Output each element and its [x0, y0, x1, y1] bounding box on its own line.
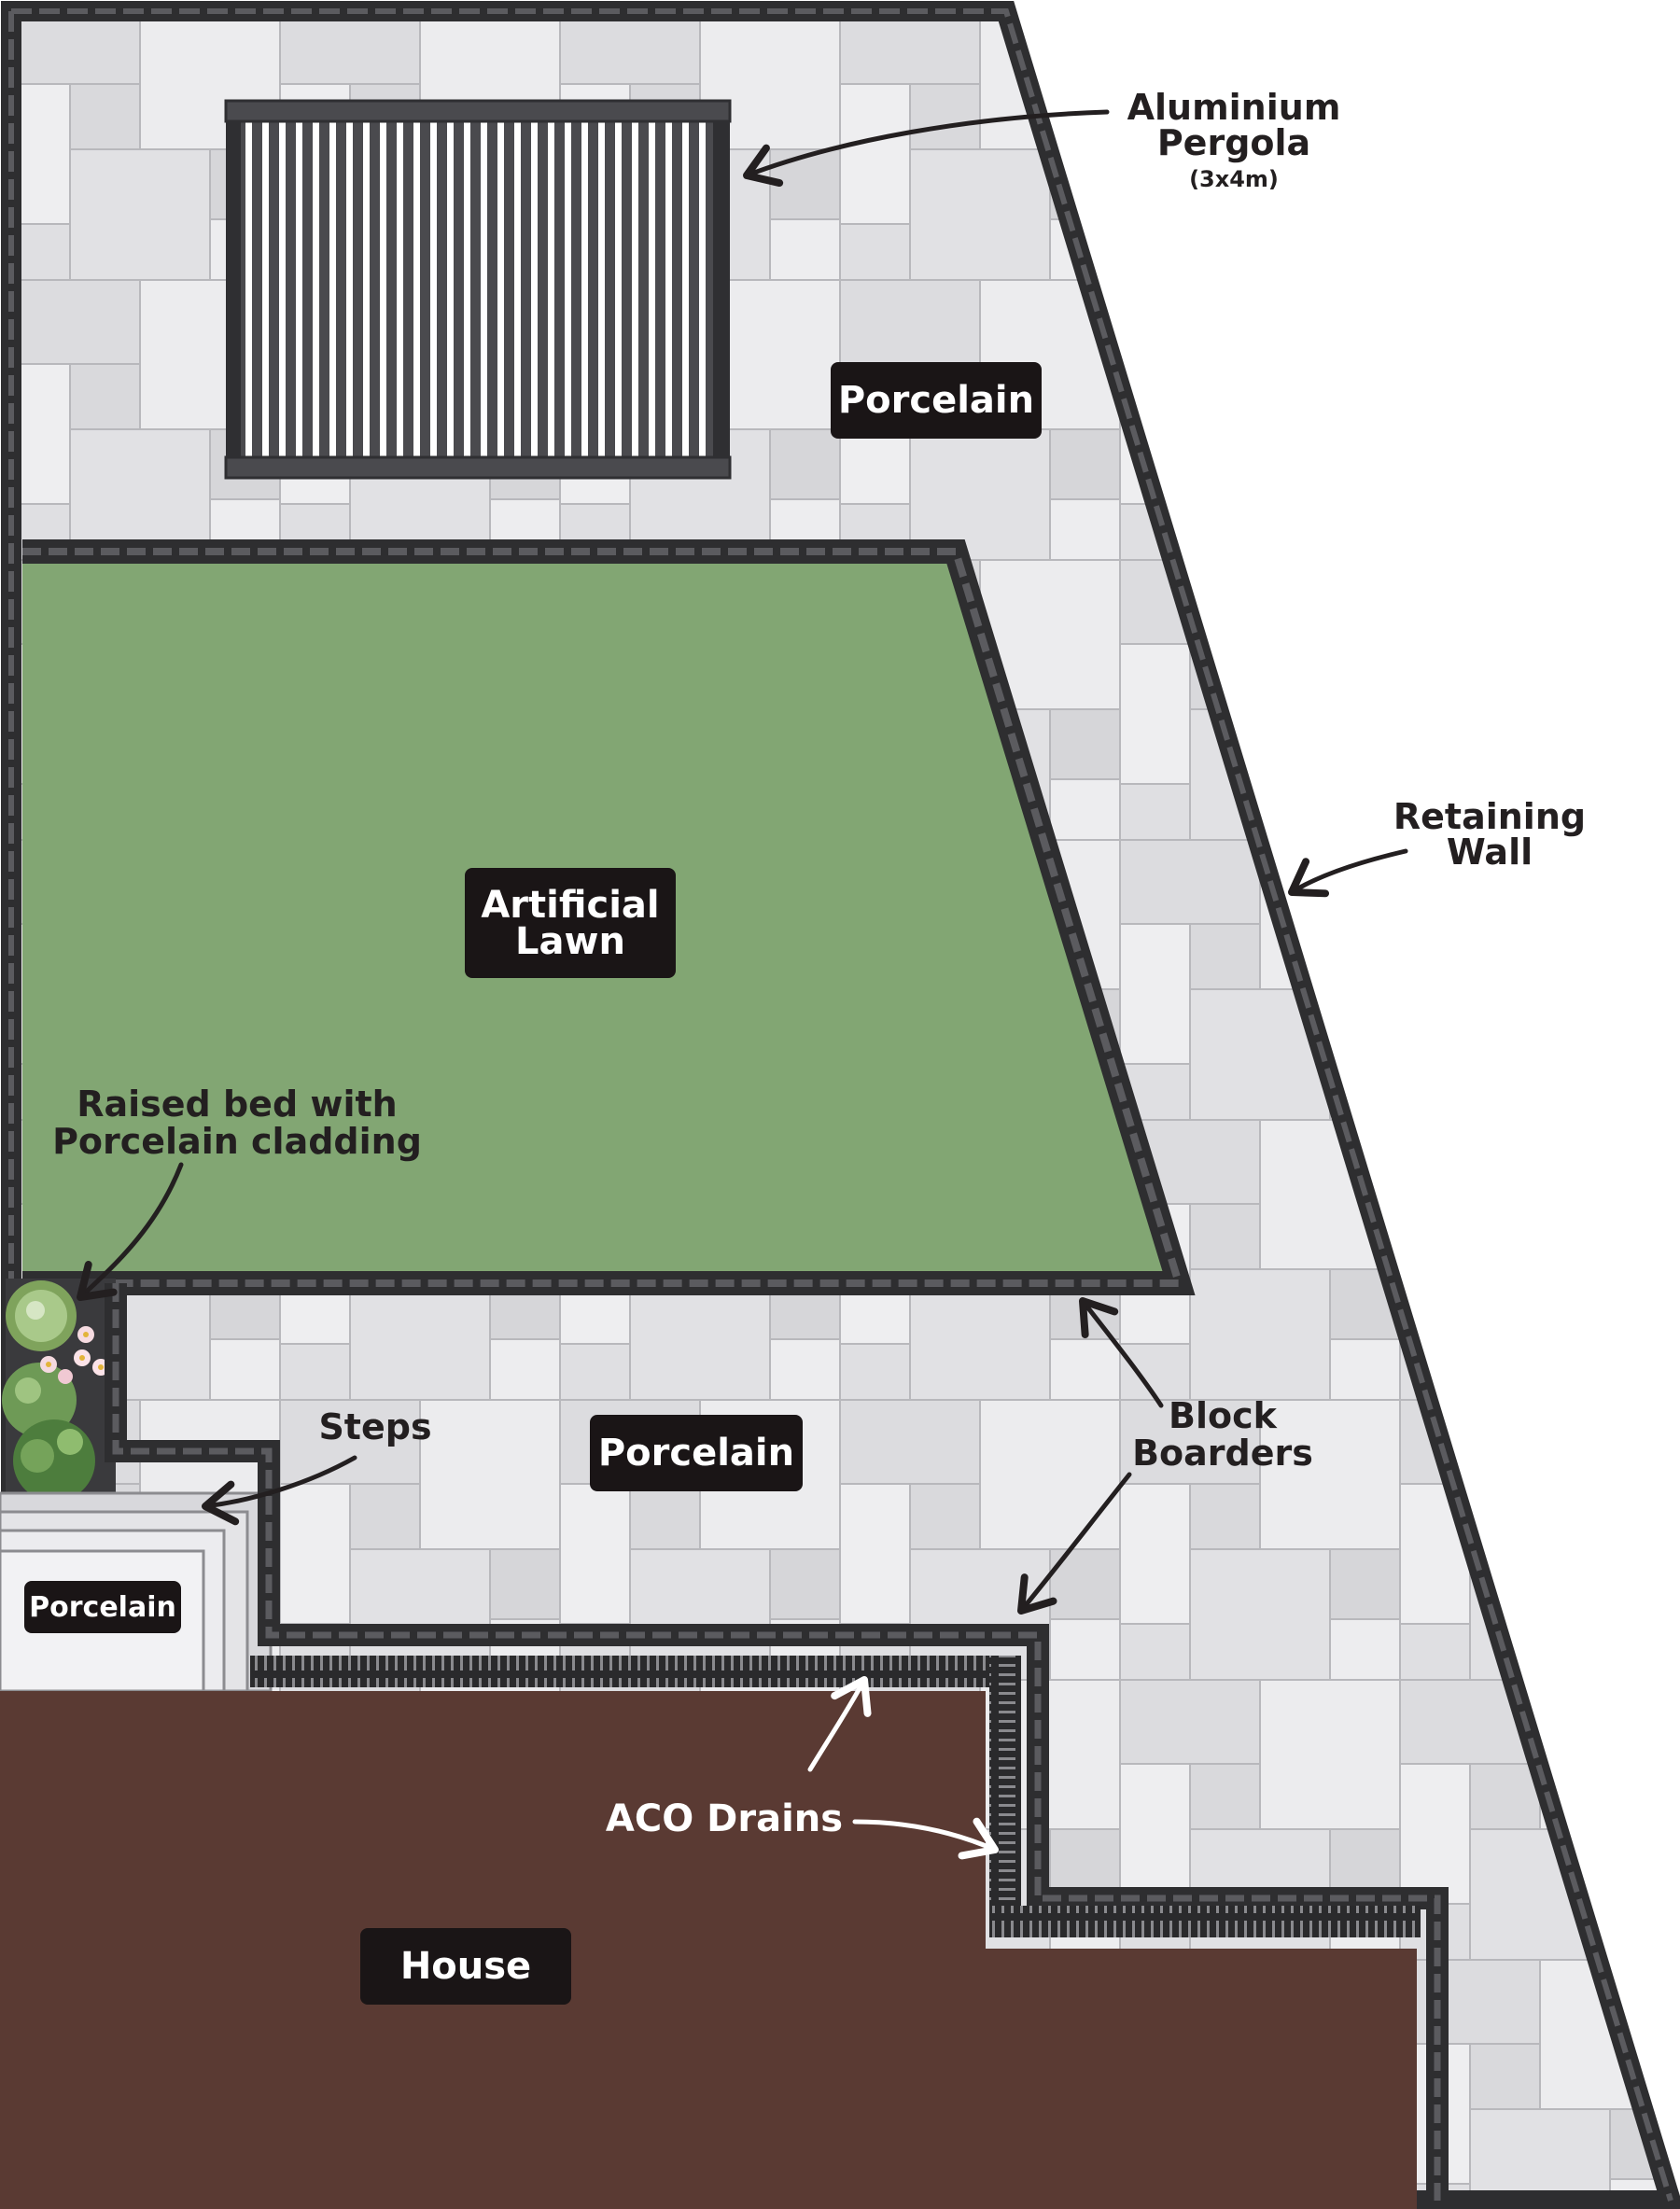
- drain-grate-icon: [250, 1656, 1421, 1937]
- porcelain-small-badge: Porcelain: [24, 1581, 181, 1633]
- block-borders-label-line1: Block: [1169, 1395, 1278, 1436]
- lawn-block-border-blocks: [22, 548, 1184, 1287]
- porcelain-upper-label: Porcelain: [838, 379, 1034, 422]
- lawn-label-line2: Lawn: [515, 920, 625, 963]
- lawn-label-line1: Artificial: [481, 884, 659, 927]
- steps-label: Steps: [318, 1406, 431, 1447]
- house-label: House: [400, 1945, 531, 1988]
- raised-bed-arrow: [77, 1162, 184, 1301]
- house-badge: House: [360, 1928, 571, 2005]
- porcelain-upper-badge: Porcelain: [831, 362, 1042, 439]
- pergola-label-line1: Aluminium: [1127, 87, 1341, 128]
- block-borders-label-line2: Boarders: [1132, 1433, 1313, 1474]
- aco-drains-arrow-upper: [807, 1676, 872, 1772]
- raised-bed-label-line2: Porcelain cladding: [52, 1121, 422, 1162]
- house: [0, 1691, 1417, 2209]
- retaining-wall-label-line2: Wall: [1447, 832, 1533, 873]
- retaining-wall-blocks: [11, 8, 1673, 2202]
- retaining-wall-label-line1: Retaining: [1393, 796, 1586, 837]
- porcelain-middle-label: Porcelain: [598, 1432, 794, 1475]
- pergola-label-line2: Pergola: [1157, 122, 1310, 163]
- block-borders-arrow-lower: [1017, 1472, 1132, 1615]
- porcelain-middle-badge: Porcelain: [590, 1415, 803, 1491]
- aco-drains-label: ACO Drains: [606, 1797, 843, 1840]
- aluminium-pergola: [224, 99, 732, 480]
- raised-bed-label-line1: Raised bed with: [77, 1084, 398, 1125]
- pergola-arrow: [743, 109, 1110, 188]
- raised-bed: [2, 1279, 116, 1502]
- shrub-planting-icon: [2, 1280, 109, 1502]
- steps-arrow: [202, 1455, 357, 1526]
- patio-block-border-blocks: [112, 1283, 1441, 2201]
- block-borders-arrow-upper: [1079, 1297, 1164, 1408]
- lawn-badge: Artificial Lawn: [465, 868, 676, 978]
- aco-drains-arrow-lower: [852, 1817, 999, 1860]
- retaining-wall-arrow: [1288, 848, 1408, 898]
- pergola-size-label: (3x4m): [1189, 166, 1279, 192]
- porcelain-small-label: Porcelain: [29, 1591, 176, 1624]
